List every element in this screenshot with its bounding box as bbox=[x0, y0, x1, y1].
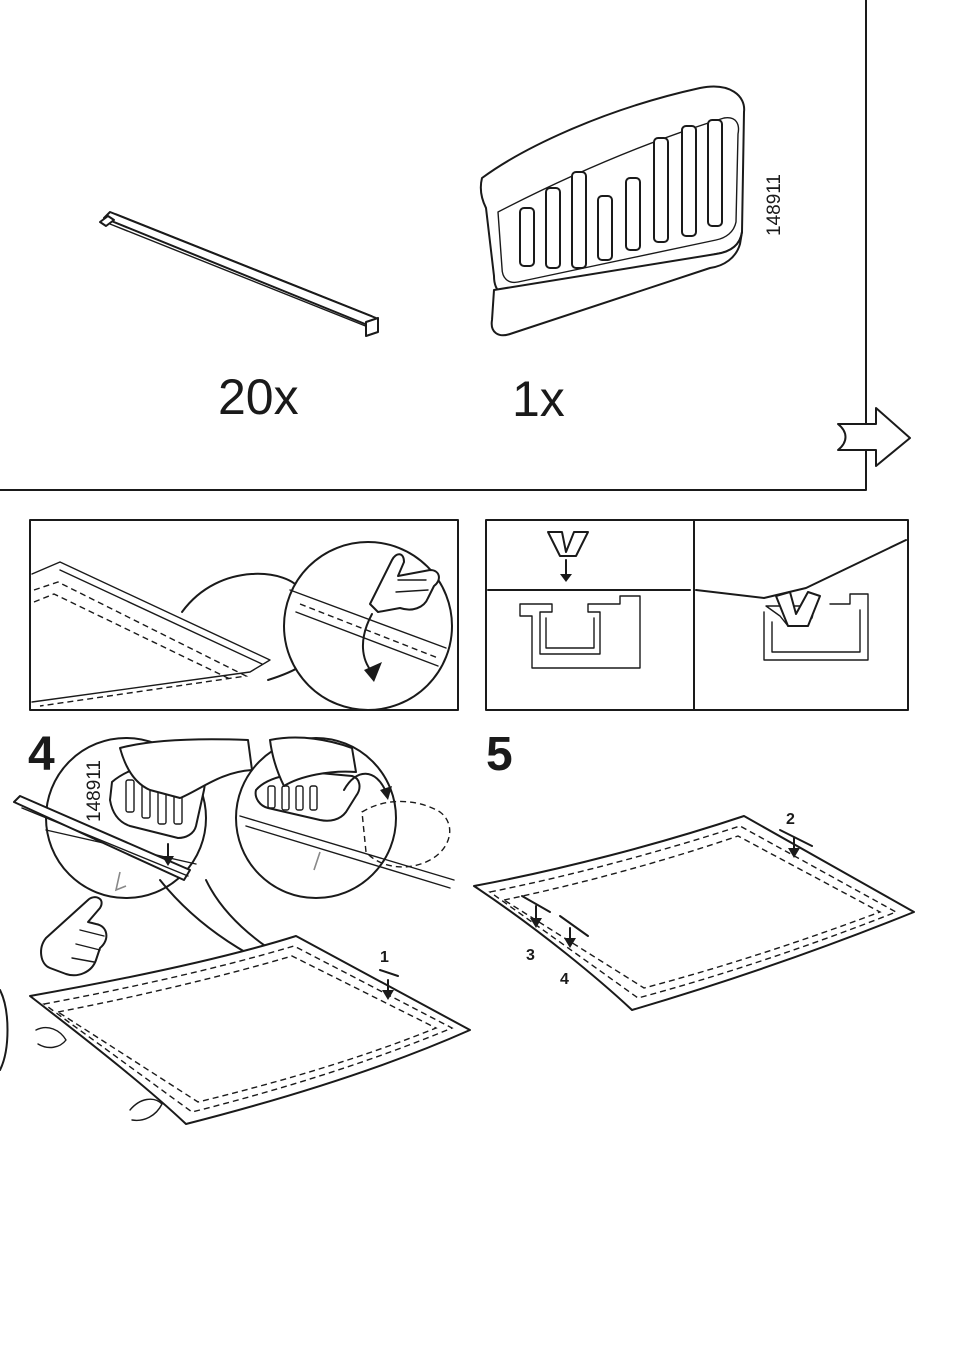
step-number: 5 bbox=[486, 728, 513, 781]
arrow-right-icon bbox=[837, 407, 911, 467]
tool-quantity: 1x bbox=[512, 371, 565, 427]
marker-1: 1 bbox=[380, 949, 389, 966]
pointing-hand-icon bbox=[369, 553, 440, 613]
step-number: 4 bbox=[28, 728, 55, 781]
pointing-hand-icon bbox=[40, 896, 108, 977]
marker-3: 3 bbox=[526, 947, 535, 964]
parts-panel: 20x 148911 1x bbox=[0, 0, 911, 491]
strip-quantity: 20x bbox=[218, 369, 299, 425]
marker-2: 2 bbox=[786, 811, 795, 828]
insertion-tool-illustration bbox=[479, 85, 746, 337]
detail-panel-left bbox=[29, 519, 459, 711]
tool-part-number: 148911 bbox=[764, 174, 785, 236]
rail-strip-illustration bbox=[99, 211, 379, 337]
step-4: 4 148911 bbox=[0, 728, 471, 1125]
detail-panel-right bbox=[485, 519, 909, 711]
insertion-tool-in-hand bbox=[109, 738, 253, 839]
tool-part-number: 148911 bbox=[84, 760, 105, 822]
step-5: 5 2 3 4 bbox=[473, 728, 915, 1011]
marker-4: 4 bbox=[560, 971, 569, 988]
